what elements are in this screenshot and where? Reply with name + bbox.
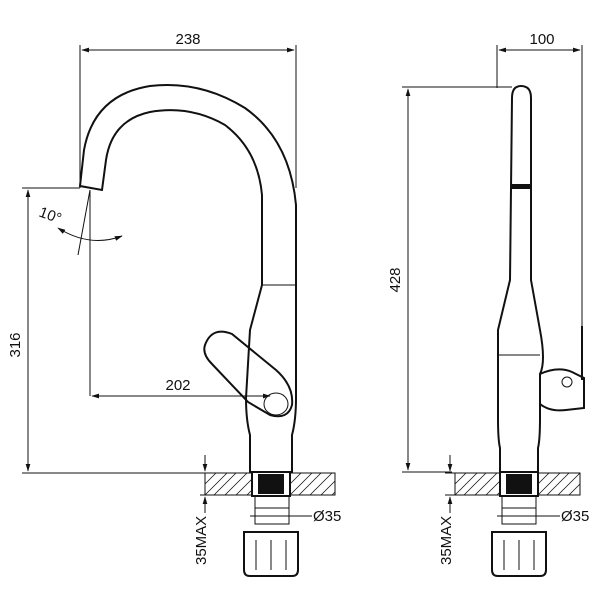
side-max-dimension: 35MAX xyxy=(438,455,455,565)
side-faucet-body xyxy=(491,84,585,577)
front-width-dimension: 238 xyxy=(79,31,297,188)
side-width-label: 100 xyxy=(529,31,554,48)
side-hole-label: Ø35 xyxy=(561,508,589,525)
front-height-label: 316 xyxy=(7,332,24,357)
front-faucet-body xyxy=(78,83,299,577)
front-reach-label: 202 xyxy=(165,377,190,394)
side-view: 100 428 xyxy=(387,31,589,577)
front-width-label: 238 xyxy=(175,31,200,48)
front-hole-label: Ø35 xyxy=(313,508,341,525)
side-width-dimension: 100 xyxy=(496,31,583,330)
front-angle-label: 10° xyxy=(37,204,64,228)
front-height-dimension: 316 xyxy=(7,187,205,474)
side-countertop xyxy=(454,472,581,496)
front-countertop-hatching xyxy=(204,472,336,496)
side-height-label: 428 xyxy=(387,267,404,292)
front-view: 238 316 10° 202 xyxy=(7,31,341,577)
front-angle-dimension: 10° xyxy=(37,189,123,256)
front-max-dimension: 35MAX xyxy=(193,455,210,565)
side-max-label: 35MAX xyxy=(438,516,455,565)
side-hole-dimension: Ø35 xyxy=(497,508,589,525)
front-max-label: 35MAX xyxy=(193,516,210,565)
front-countertop xyxy=(204,472,336,496)
front-hole-dimension: Ø35 xyxy=(250,508,341,525)
front-reach-dimension: 202 xyxy=(89,255,271,399)
side-height-dimension: 428 xyxy=(387,86,512,473)
side-countertop-hatching xyxy=(454,472,581,496)
